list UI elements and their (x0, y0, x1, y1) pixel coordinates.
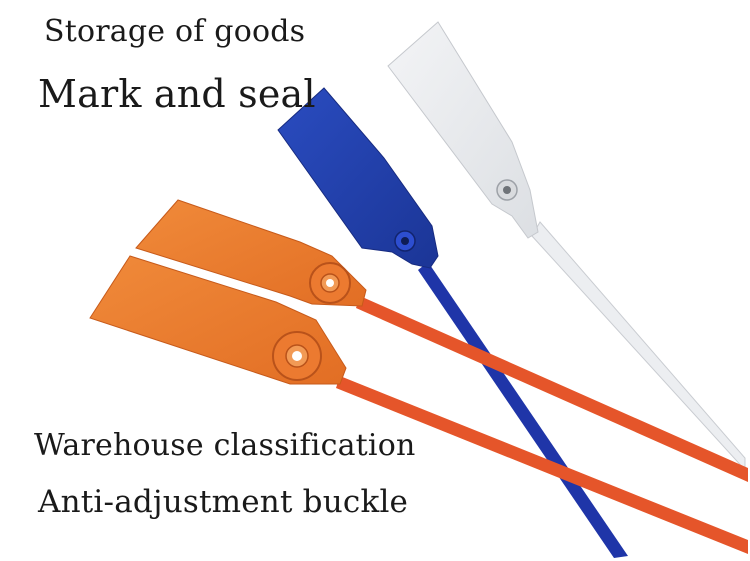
caption-anti-adjustment-buckle: Anti-adjustment buckle (38, 484, 409, 520)
orange-strap-upper (356, 296, 748, 482)
caption-mark-and-seal: Mark and seal (38, 72, 316, 116)
orange-strap-lower (336, 376, 748, 554)
orange-seal-tag (135, 199, 367, 307)
orange-seal-tag-2 (89, 255, 347, 385)
caption-storage-of-goods: Storage of goods (44, 14, 306, 49)
white-seal-tag (387, 21, 746, 472)
caption-warehouse-classification: Warehouse classification (34, 428, 416, 463)
